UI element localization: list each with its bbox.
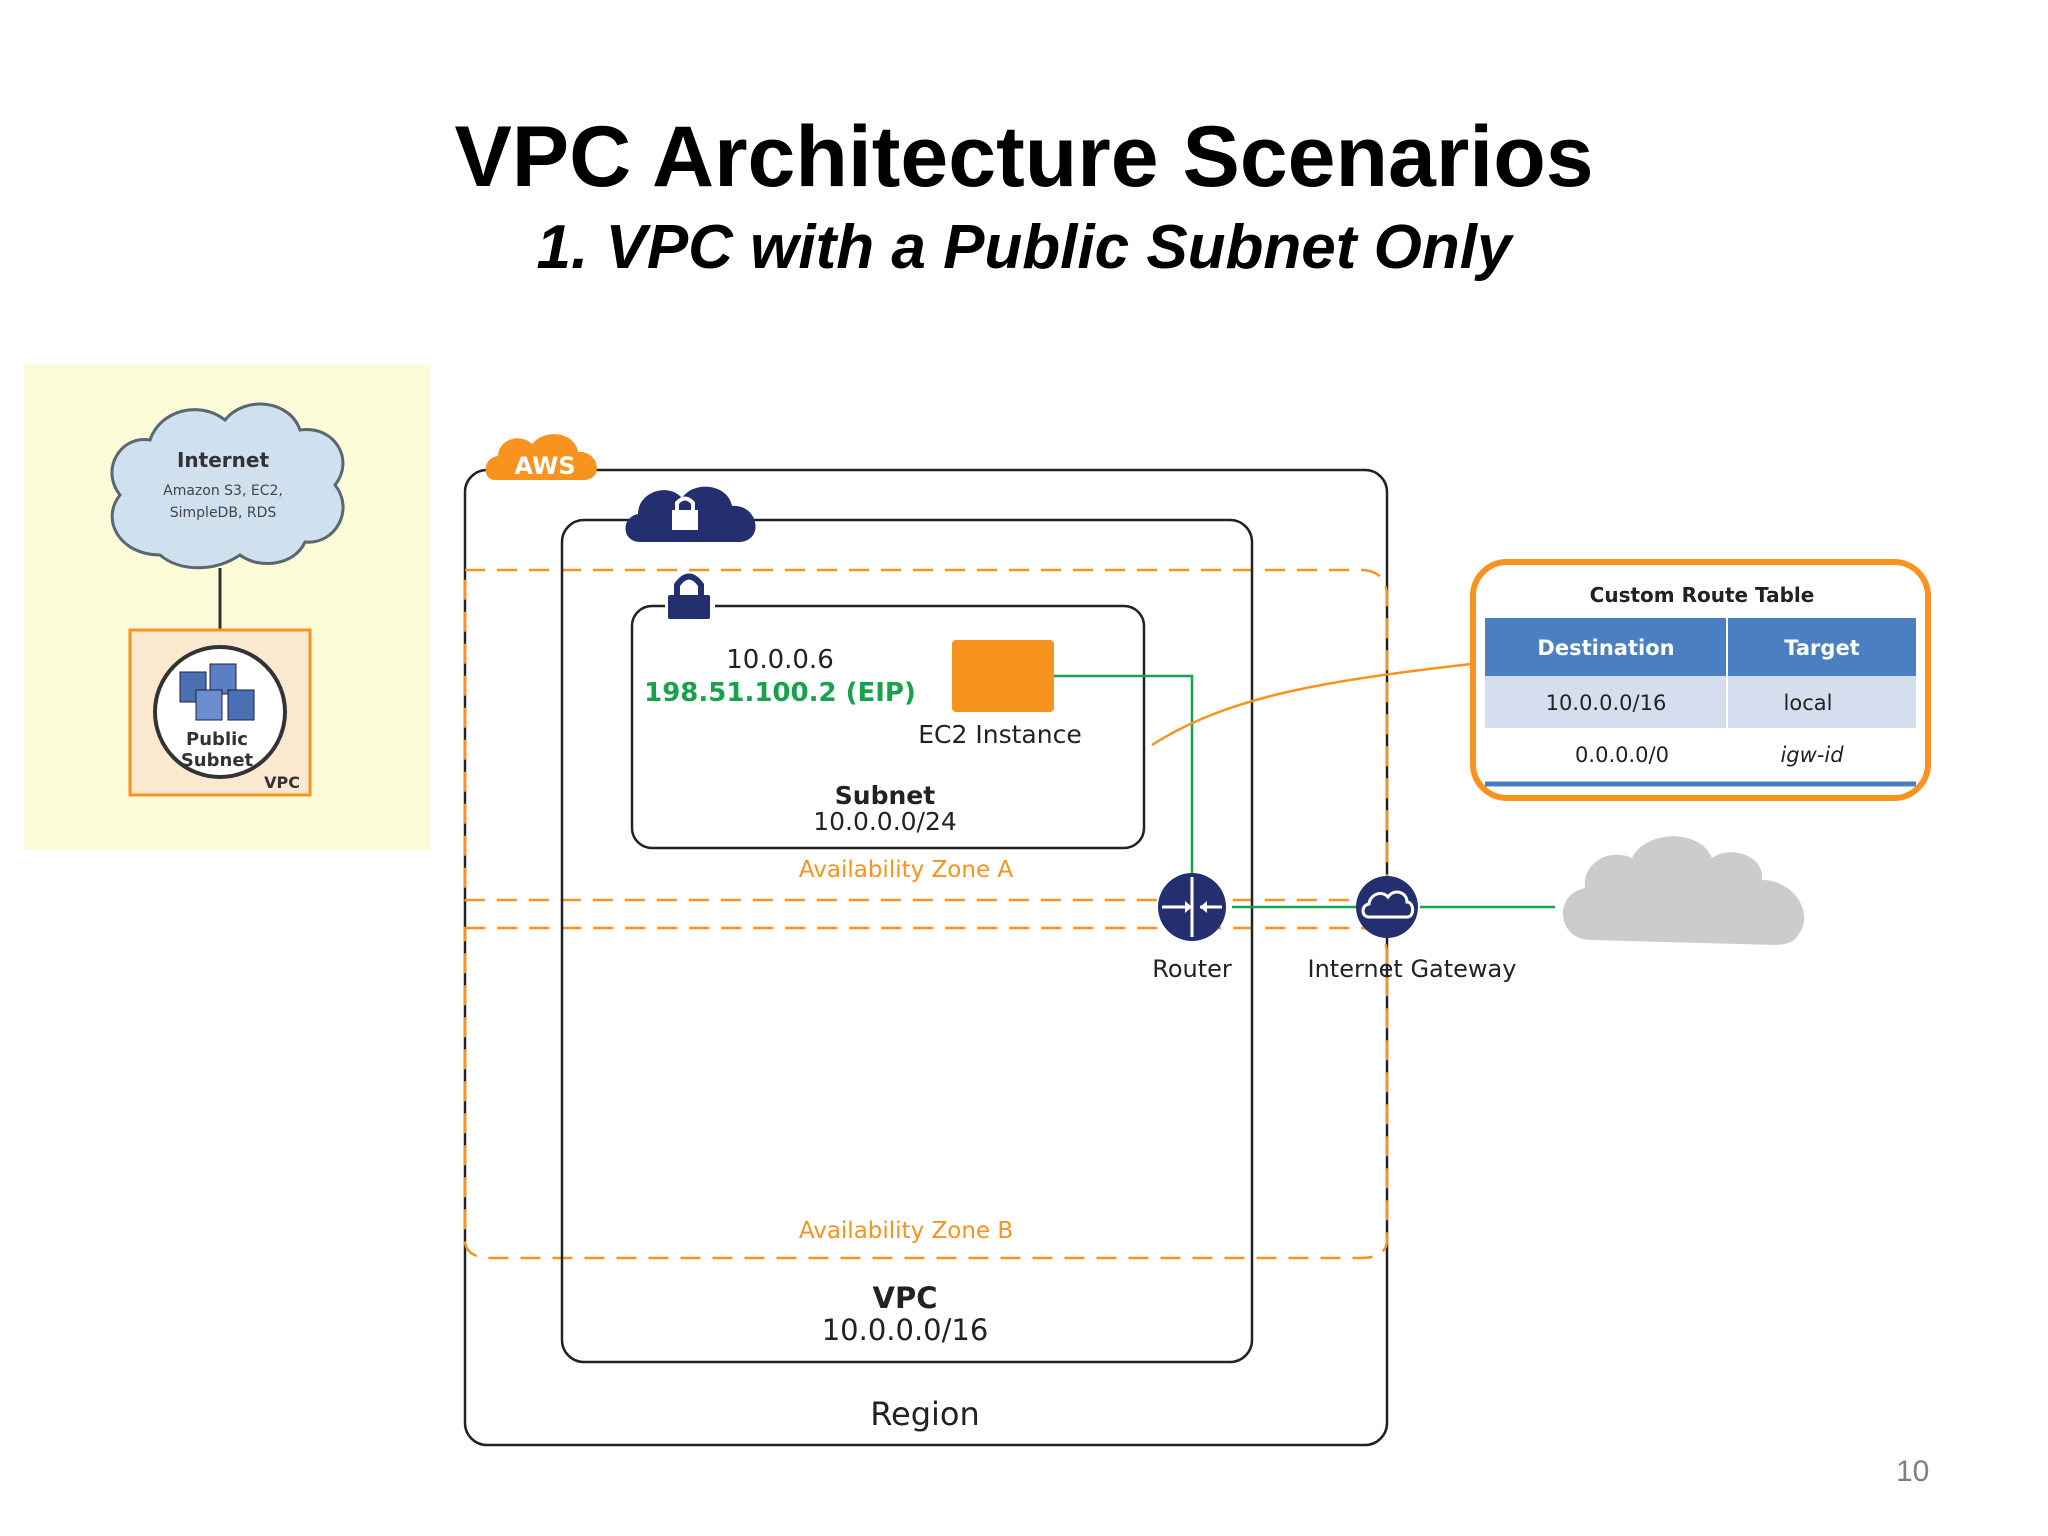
route-table-cell: 0.0.0.0/0 [1575,743,1669,767]
route-table-header-target: Target [1784,636,1859,660]
availability-zone-b-box [463,926,1389,1260]
vpc-cloud-lock-icon [625,486,756,542]
router-label: Router [1152,955,1232,983]
route-table-header-destination: Destination [1537,636,1674,660]
route-table [1470,559,1931,801]
router-icon[interactable] [1158,873,1226,941]
internet-cloud-icon [110,402,345,570]
vpc-box [560,518,1254,1364]
vpc-cidr: 10.0.0.0/16 [822,1313,989,1347]
ec2-instance-label: EC2 Instance [918,720,1081,749]
thumbnail-cloud-title: Internet [177,448,269,472]
route-table-row [1485,728,1916,780]
internet-gateway-icon[interactable] [1356,876,1418,938]
availability-zone-b-label: Availability Zone B [799,1218,1013,1244]
route-table-header-row [1485,618,1916,676]
availability-zone-a-label: Availability Zone A [799,857,1014,883]
subnet-lock-icon [665,573,715,619]
availability-zone-a-box [463,568,1389,902]
slide-title: VPC Architecture Scenarios [454,109,1594,205]
subnet-cidr: 10.0.0.0/24 [813,807,957,836]
thumbnail-cloud-line1: Amazon S3, EC2, [163,483,283,499]
ec2-instance-icon[interactable] [952,640,1054,712]
thumbnail-subnet-line2: Subnet [181,750,254,771]
instance-ip: 10.0.0.6 [726,645,834,675]
thumbnail-cloud-line2: SimpleDB, RDS [170,505,277,521]
thumbnail-panel: Internet Amazon S3, EC2, SimpleDB, RDS P… [24,365,430,850]
route-table-cell: 10.0.0.0/16 [1546,691,1667,715]
region-label: Region [870,1395,980,1433]
instance-eip: 198.51.100.2 (EIP) [644,678,916,708]
page-number: 10 [1896,1455,1930,1488]
route-table-cell: igw-id [1780,743,1844,767]
slide-subtitle: 1. VPC with a Public Subnet Only [536,213,1512,282]
route-table-title: Custom Route Table [1590,583,1815,607]
internet-gateway-label: Internet Gateway [1308,955,1517,983]
route-table-row [1485,676,1916,728]
aws-badge-label: AWS [514,452,575,480]
subnet-title: Subnet [835,781,935,810]
route-table-connector [1151,661,1481,747]
thumbnail-vpc-label: VPC [264,773,300,792]
thumbnail-subnet-line1: Public [186,729,248,750]
aws-badge-icon [485,434,597,480]
subnet-box [630,604,1146,850]
vpc-title: VPC [873,1281,938,1315]
route-table-cell: local [1784,691,1833,715]
server-stack-icon [179,663,255,721]
internet-cloud-grey-icon [1562,836,1805,945]
instance-router-link [1054,674,1194,907]
